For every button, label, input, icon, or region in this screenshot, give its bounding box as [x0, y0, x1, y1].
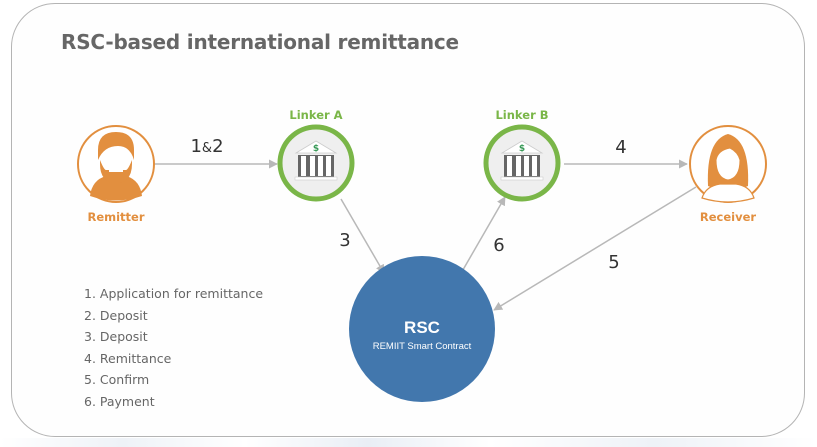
bank-icon: $: [500, 140, 544, 181]
woman-avatar-icon: [701, 134, 755, 203]
background-strip: [0, 438, 817, 447]
edge-3-arrow: [340, 198, 385, 274]
edge-label-5: 5: [608, 252, 620, 273]
dollar-symbol: $: [313, 144, 319, 154]
remitter-node: [77, 125, 155, 203]
bank-icon: $: [294, 140, 338, 181]
linker-b-node: $: [483, 124, 561, 202]
linker-b-label: Linker B: [495, 108, 549, 122]
edge-label-6: 6: [493, 235, 505, 256]
edge-label-4: 4: [615, 137, 627, 158]
rsc-title: RSC: [404, 318, 440, 337]
linker-a-node: $: [277, 124, 355, 202]
remitter-label: Remitter: [87, 210, 145, 224]
dollar-symbol: $: [519, 144, 525, 154]
edge-6-arrow: [459, 196, 506, 276]
receiver-node: [689, 125, 767, 203]
legend-item: 2. Deposit: [84, 307, 148, 323]
man-avatar-icon: [90, 132, 142, 201]
legend-item: 3. Deposit: [84, 329, 148, 344]
linker-a-label: Linker A: [289, 108, 343, 122]
edge-label-amp: &: [201, 141, 213, 156]
step-legend: 1. Application for remittance 2. Deposit…: [84, 283, 263, 412]
legend-item: 5. Confirm: [84, 372, 150, 387]
diagram-title: RSC-based international remittance: [61, 30, 459, 54]
rsc-subtitle: REMIIT Smart Contract: [372, 341, 472, 352]
edge-label-1: 1: [190, 136, 202, 157]
receiver-label: Receiver: [699, 210, 757, 224]
legend-item: 1. Application for remittance: [84, 286, 264, 301]
rsc-node: [349, 256, 495, 402]
legend-item: 6. Payment: [84, 393, 155, 409]
legend-item: 4. Remittance: [84, 350, 172, 366]
edge-label-1-2: 1&2: [190, 136, 223, 157]
edge-label-2: 2: [212, 136, 224, 157]
edge-5-arrow: [493, 186, 697, 311]
edge-label-3: 3: [339, 230, 351, 251]
